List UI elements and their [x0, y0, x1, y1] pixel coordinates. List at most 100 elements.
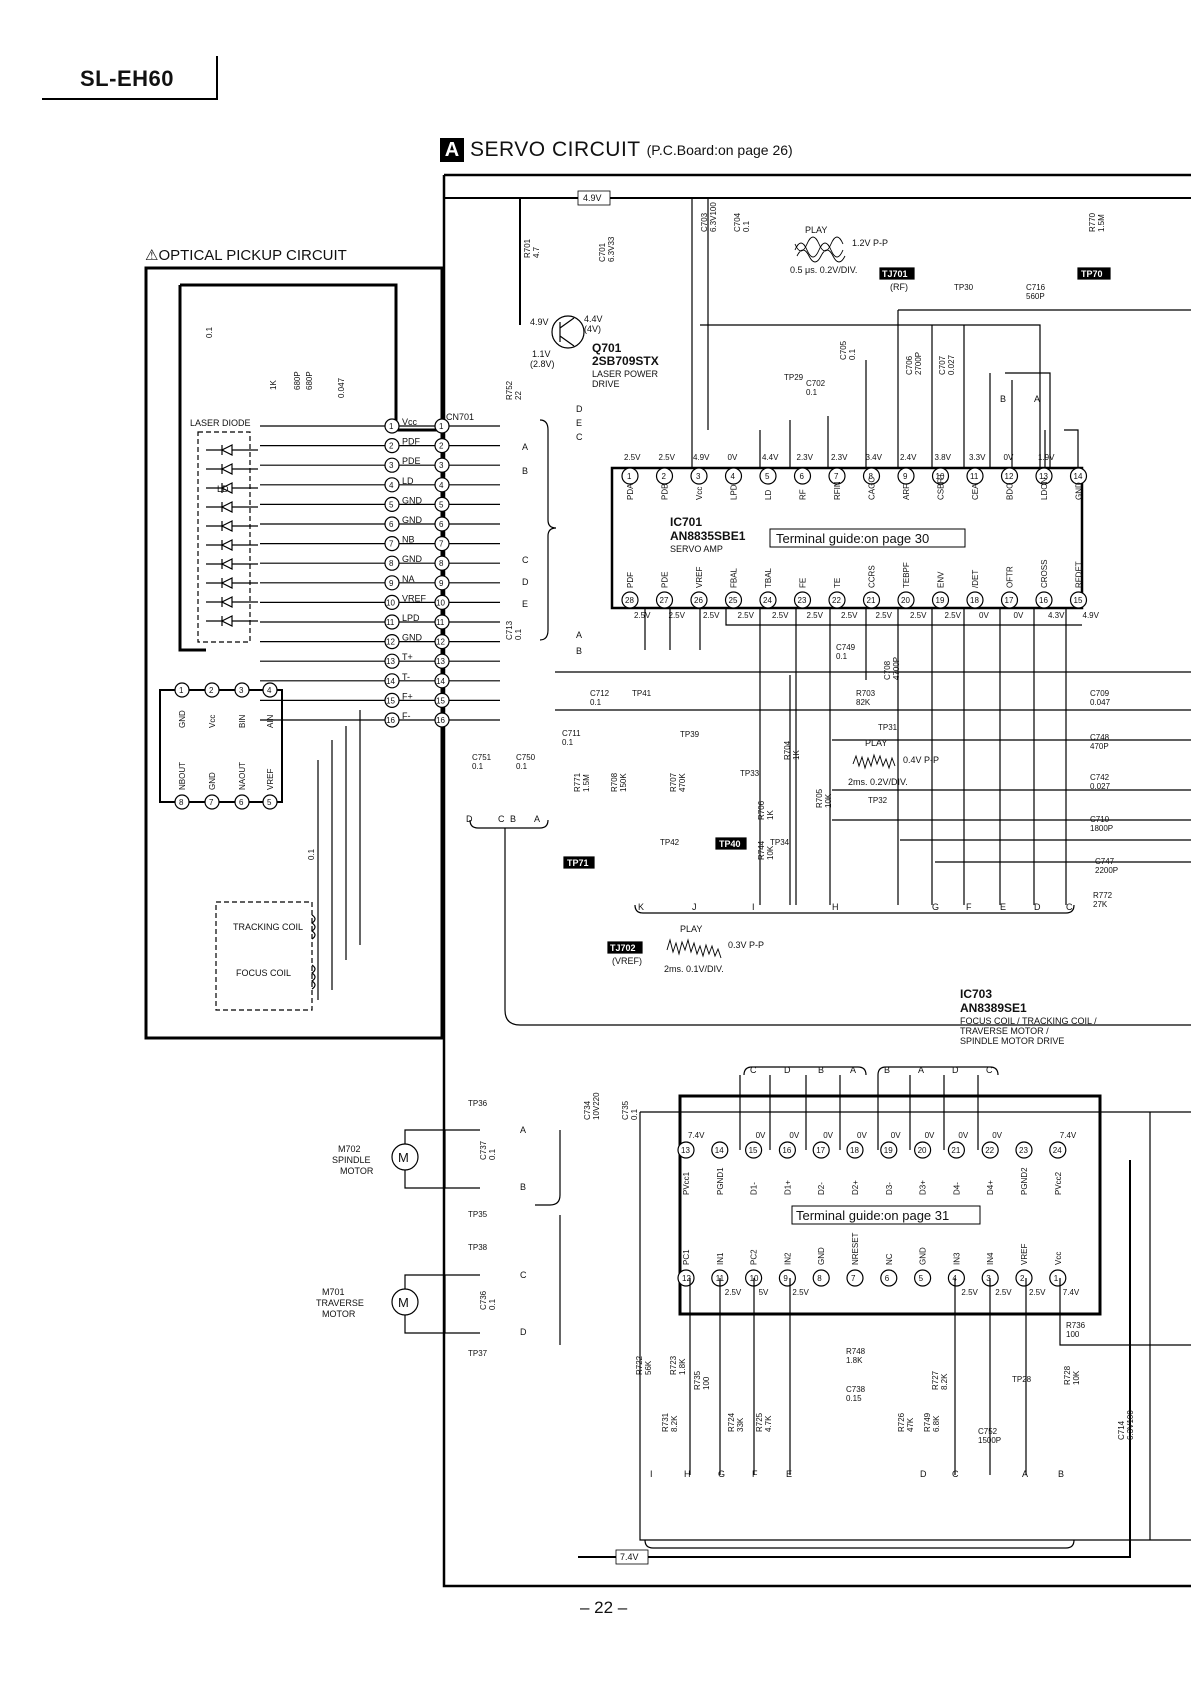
ic703-bottom-volt-9: 2.5V — [792, 1288, 809, 1297]
label-c714: C714 — [1117, 1420, 1126, 1440]
ic703-bottom-wires — [689, 1278, 1191, 1475]
bus-letter-cn-right-1: B — [522, 466, 528, 476]
value-c716: 560P — [1026, 292, 1045, 301]
ic701-pin-name-8: CAGC — [868, 477, 877, 500]
ic703-bottom-volt-2: 2.5V — [1029, 1288, 1046, 1297]
test-point-tp38: TP38 — [468, 1243, 488, 1252]
cn701-right-num-8: 8 — [439, 559, 444, 568]
q701-vb2: (2.8V) — [530, 359, 555, 369]
value-c706: 2700P — [914, 352, 923, 375]
ic703-top-volt-24: 7.4V — [1060, 1131, 1077, 1140]
bus-letter-ic703-bot-5: D — [920, 1469, 927, 1479]
value-c750: 0.1 — [516, 762, 528, 771]
bus-letter-ic703-bot-1: H — [684, 1469, 691, 1479]
svg-text:1.2V P-P: 1.2V P-P — [852, 238, 888, 248]
ic701-bottom-volt-20: 2.5V — [910, 611, 927, 620]
cn701-right-num-4: 4 — [439, 481, 444, 490]
test-point-tp29: TP29 — [784, 373, 804, 382]
svg-text:0.4V P-P: 0.4V P-P — [903, 755, 939, 765]
svg-text:TP40: TP40 — [719, 839, 741, 849]
label-r722: R722 — [635, 1355, 644, 1375]
value-r771: 1.5M — [582, 774, 591, 792]
value-c738: 0.15 — [846, 1394, 862, 1403]
ic703-pin-name-2: VREF — [1020, 1244, 1029, 1265]
pickup-pin-7 — [204, 794, 220, 810]
laser-diode-label: LASER DIODE — [190, 418, 251, 428]
cn701-left-num-9: 9 — [389, 579, 394, 588]
ic703-top-volt-15: 0V — [756, 1131, 766, 1140]
ic703-pin-7 — [846, 1269, 864, 1287]
pickup-pin-num-8: 8 — [179, 798, 184, 807]
cn701-left-num-11: 11 — [386, 618, 395, 627]
bus-letter-cap-3: A — [534, 814, 540, 824]
ic701-pin-num-18: 18 — [970, 596, 979, 605]
value-r722: 56K — [644, 1360, 653, 1375]
svg-text:PLAY: PLAY — [865, 738, 887, 748]
ic703-pin-13 — [677, 1141, 695, 1159]
value-r701: 4.7 — [532, 246, 541, 258]
ic701-pin-11 — [966, 467, 984, 485]
ic703-pin-num-12: 12 — [682, 1274, 691, 1283]
ic701-pin-num-20: 20 — [901, 596, 910, 605]
bottom-bus — [634, 904, 1075, 914]
value-c712: 0.1 — [590, 698, 602, 707]
cn701-left-num-12: 12 — [386, 638, 395, 647]
ic703-pin-name-24: PVcc2 — [1054, 1171, 1063, 1195]
ic701-pin-name-25: FBAL — [730, 567, 739, 588]
value-r731: 8.2K — [670, 1415, 679, 1432]
ic701-pin-4 — [724, 467, 743, 485]
value-r749: 6.8K — [932, 1415, 941, 1432]
ic701-pin-3 — [690, 467, 708, 485]
ic701-pin-name-16: CROSS — [1040, 560, 1049, 588]
ic701-pin-26 — [690, 591, 708, 609]
ic703-pin-4 — [947, 1269, 966, 1287]
value-c737: 0.1 — [488, 1148, 497, 1160]
ic701-bottom-volt-23: 2.5V — [807, 611, 824, 620]
ic703-pin-name-8: GND — [817, 1247, 826, 1265]
bottom-rail — [578, 1160, 1131, 1558]
pickup-pin-name-1: GND — [178, 710, 187, 728]
ic701-pin-name-14: GND — [1075, 482, 1084, 500]
ic703-pin-num-3: 3 — [986, 1274, 991, 1283]
label-c702: C702 — [806, 379, 826, 388]
cn701-pin-name-9: NA — [402, 574, 415, 584]
value-c749: 0.1 — [836, 652, 848, 661]
label-c737: C737 — [479, 1140, 488, 1160]
ic701-bottom-volt-16: 4.3V — [1048, 611, 1065, 620]
value-r724: 33K — [736, 1417, 745, 1432]
cn701-right-num-10: 10 — [436, 598, 445, 607]
bus-letter-ic703-bot-7: A — [1022, 1469, 1028, 1479]
ic703-pin-num-22: 22 — [985, 1146, 994, 1155]
bus-letter-ic703-bot-4: E — [786, 1469, 792, 1479]
svg-text:4.9V: 4.9V — [583, 193, 602, 203]
label-c713: C713 — [505, 620, 514, 640]
ic701-pin-num-12: 12 — [1005, 472, 1014, 481]
ic701-pin-num-25: 25 — [729, 596, 738, 605]
tp71-tag: TP71 — [563, 856, 595, 869]
label-r724: R724 — [727, 1412, 736, 1432]
bus-letter-cn-right-0: A — [522, 442, 528, 452]
ic703-desc1: FOCUS COIL / TRACKING COIL / — [960, 1016, 1097, 1026]
ic703-desc2: TRAVERSE MOTOR / — [960, 1026, 1049, 1036]
svg-text:0.5 μs. 0.2V/DIV.: 0.5 μs. 0.2V/DIV. — [790, 265, 857, 275]
ic701-top-volt-6: 2.3V — [797, 453, 814, 462]
ic701-pin-name-19: ENV — [937, 571, 946, 588]
ic703-guide: Terminal guide:on page 31 — [796, 1208, 949, 1223]
cn701-left-num-8: 8 — [389, 559, 394, 568]
ic703-pin-1 — [1049, 1269, 1067, 1287]
ic701-pin-23 — [793, 591, 812, 609]
ic701-pin-num-19: 19 — [936, 596, 945, 605]
cn701-pin-name-8: GND — [402, 554, 423, 564]
ic701-part: AN8835SBE1 — [670, 529, 746, 543]
ic701-pin-num-5: 5 — [765, 472, 770, 481]
ic703-bottom-volt-3: 2.5V — [995, 1288, 1012, 1297]
ic701-pin-24 — [759, 591, 777, 609]
ic703-body — [678, 1094, 1102, 1316]
diode-3 — [206, 482, 258, 494]
value-r706: 1K — [766, 810, 775, 820]
tracking-coil-label: TRACKING COIL — [233, 922, 303, 932]
board-reference: (P.C.Board:on page 26) — [646, 142, 793, 158]
ic703-pin-num-13: 13 — [681, 1146, 690, 1155]
optical-inner-left — [178, 285, 206, 652]
ic701-top-volt-3: 4.9V — [693, 453, 710, 462]
